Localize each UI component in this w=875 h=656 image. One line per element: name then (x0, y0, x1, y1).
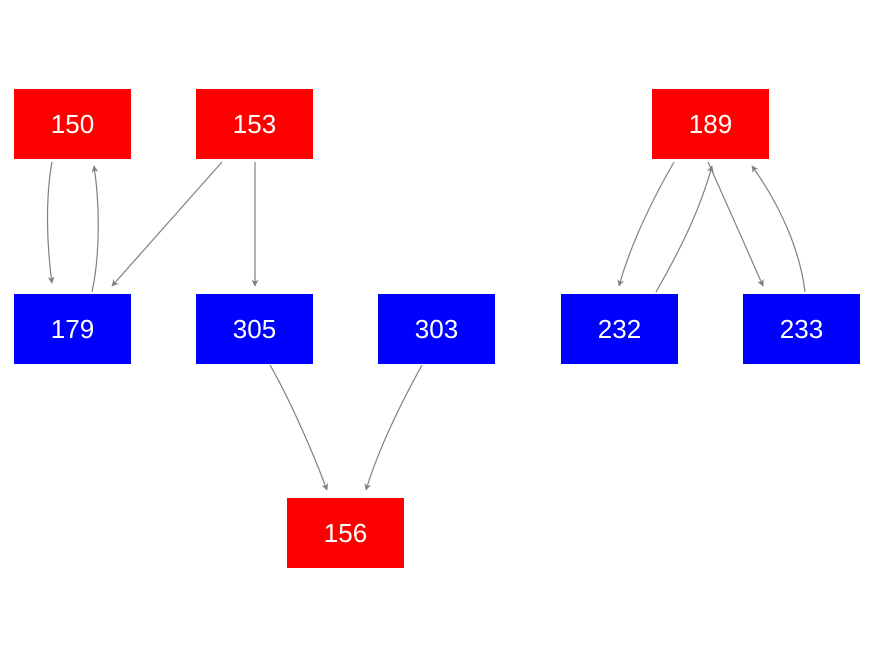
edge-233-189 (751, 165, 806, 293)
node-150[interactable]: 150 (14, 89, 131, 159)
edge-232-189 (655, 165, 714, 293)
edge-303-156 (364, 364, 423, 491)
edge-189-233 (707, 161, 764, 287)
node-303[interactable]: 303 (378, 294, 495, 364)
node-label: 233 (779, 313, 824, 344)
node-233[interactable]: 233 (743, 294, 860, 364)
node-label: 156 (323, 517, 368, 548)
node-232[interactable]: 232 (561, 294, 678, 364)
node-label: 153 (232, 108, 277, 139)
node-153[interactable]: 153 (196, 89, 313, 159)
edge-305-156 (269, 364, 329, 491)
node-label: 189 (688, 108, 733, 139)
node-label: 150 (50, 108, 95, 139)
node-label: 232 (597, 313, 642, 344)
edge-150-179 (46, 161, 55, 284)
edge-179-150 (91, 165, 99, 293)
node-label: 179 (50, 313, 95, 344)
edge-153-179 (111, 161, 223, 287)
node-179[interactable]: 179 (14, 294, 131, 364)
node-label: 305 (232, 313, 277, 344)
node-156[interactable]: 156 (287, 498, 404, 568)
node-305[interactable]: 305 (196, 294, 313, 364)
node-189[interactable]: 189 (652, 89, 769, 159)
edge-189-232 (617, 161, 675, 287)
node-label: 303 (414, 313, 459, 344)
